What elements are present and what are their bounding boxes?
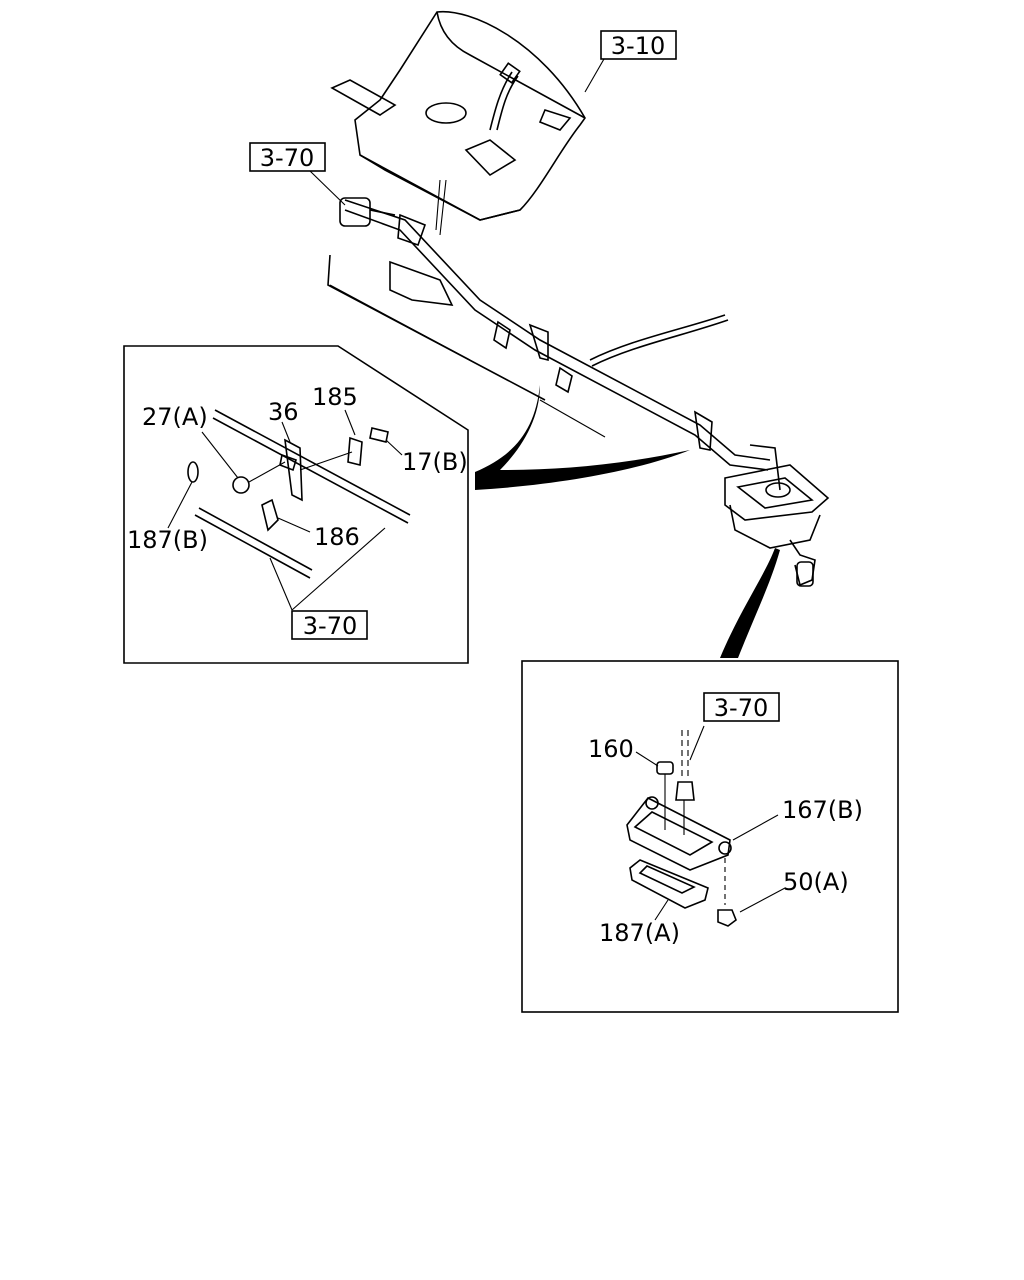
ref-label-pipe-top: 3-70	[260, 144, 314, 172]
label-27a: 27(A)	[142, 403, 208, 431]
detail-box-clamp: 27(A) 36 185 17(B) 187(B) 186 3-70	[123, 345, 469, 664]
pipe-run-drawing	[339, 197, 781, 491]
fuel-tank-drawing	[330, 10, 586, 236]
filter-body-drawing	[724, 464, 830, 587]
ref-label-tank: 3-10	[611, 32, 665, 60]
ref-box-pipe-top: 3-70	[249, 142, 346, 206]
label-36: 36	[268, 398, 299, 426]
ref-box-tank: 3-10	[584, 30, 677, 93]
label-50a: 50(A)	[783, 868, 849, 896]
label-17b: 17(B)	[402, 448, 468, 476]
ref-label-detail2-pipe: 3-70	[714, 694, 768, 722]
ref-label-detail1-pipe: 3-70	[303, 612, 357, 640]
label-186: 186	[314, 523, 360, 551]
label-185: 185	[312, 383, 358, 411]
detail-box-filter: 3-70 160 167(B) 50(A) 187(A)	[521, 660, 899, 1013]
label-187b: 187(B)	[127, 526, 208, 554]
detail-pointer-wedge-2	[720, 548, 780, 658]
main-assembly: 3-10 3-70	[249, 10, 830, 658]
detail-pointer-wedge-1	[475, 385, 690, 490]
frame-rail-drawing	[327, 254, 606, 438]
label-187a: 187(A)	[599, 919, 680, 947]
label-160: 160	[588, 735, 634, 763]
label-167b: 167(B)	[782, 796, 863, 824]
